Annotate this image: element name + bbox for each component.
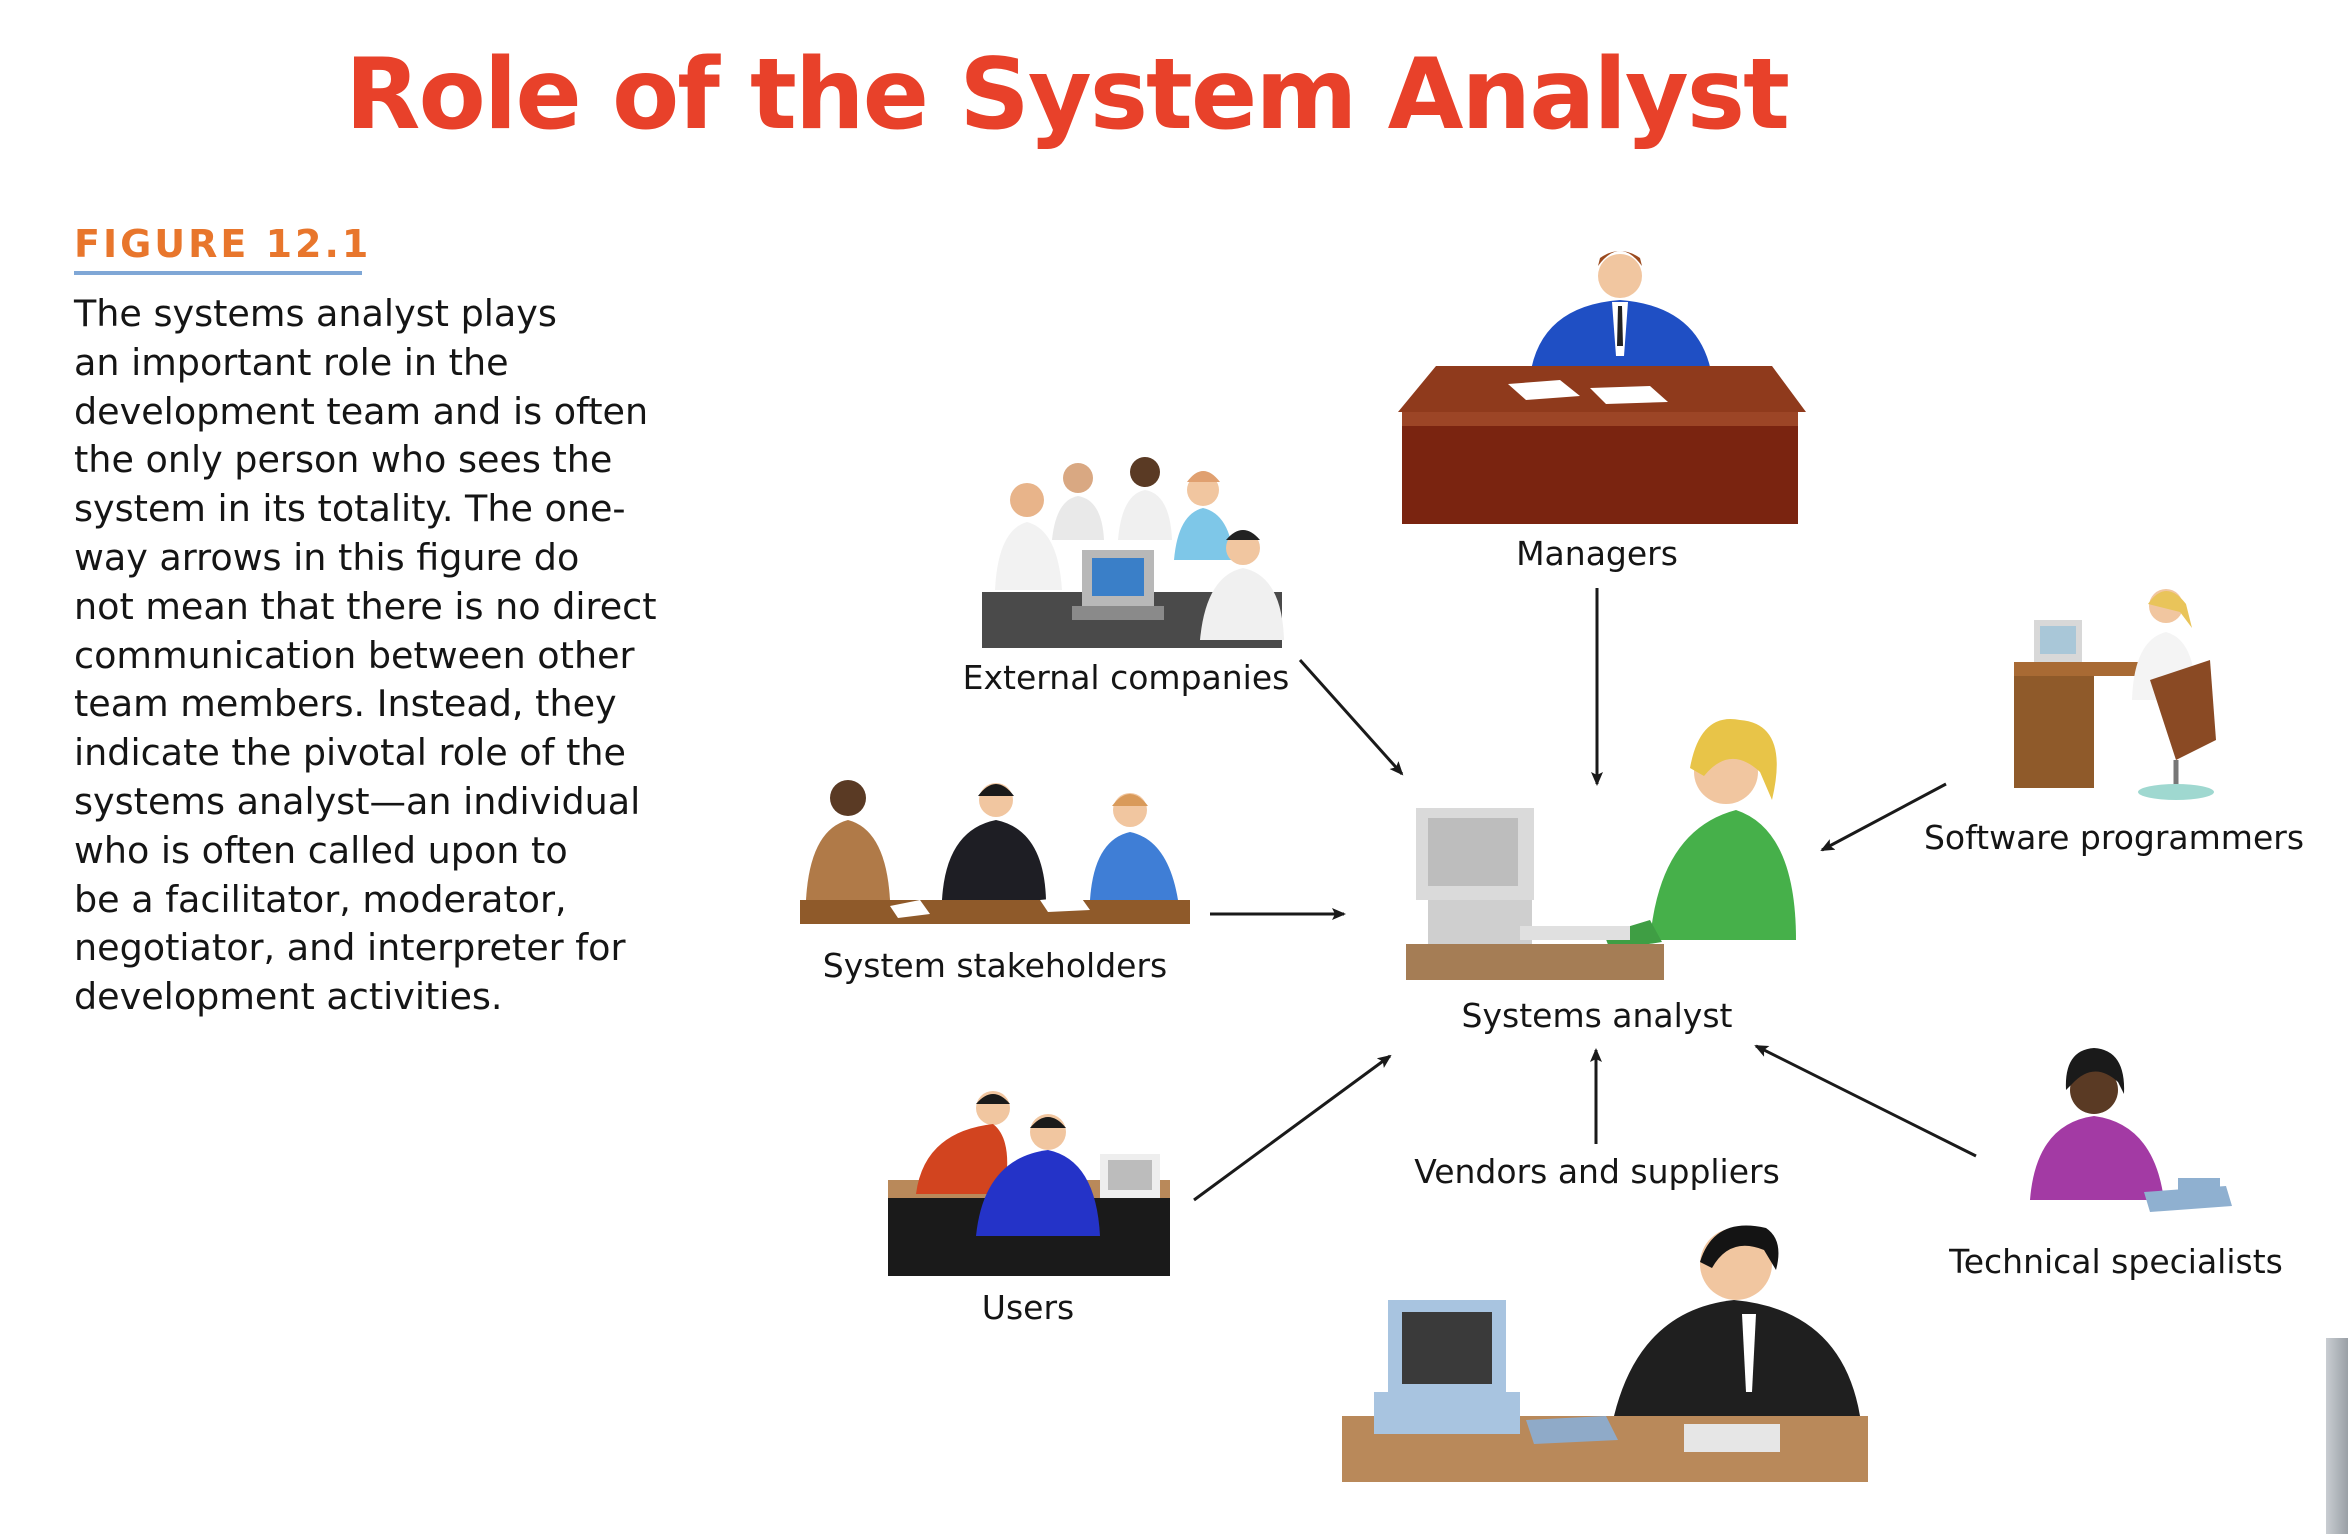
caption-line: indicate the pivotal role of the — [74, 731, 626, 775]
arrow-external-companies — [1298, 658, 1404, 776]
label-users: Users — [981, 1288, 1075, 1327]
caption-line: team members. Instead, they — [74, 682, 617, 726]
caption-line: an important role in the — [74, 340, 509, 384]
caption-line: way arrows in this figure do — [74, 535, 580, 579]
caption-line: the only person who sees the — [74, 438, 613, 482]
figure-label-underline — [74, 271, 362, 275]
slide-title: Role of the System Analyst — [345, 38, 1790, 152]
vendors-and-suppliers-illustration — [1342, 1225, 1868, 1482]
users-illustration — [888, 1091, 1170, 1276]
systems-analyst-illustration — [1406, 719, 1796, 980]
caption-line: not mean that there is no direct — [74, 584, 657, 628]
figure-caption: The systems analyst plays an important r… — [74, 290, 674, 1022]
label-technical-specialists: Technical specialists — [1949, 1242, 2283, 1281]
caption-line: development team and is often — [74, 389, 649, 433]
caption-line: development activities. — [74, 975, 503, 1019]
label-systems-analyst: Systems analyst — [1461, 996, 1733, 1035]
caption-line: be a facilitator, moderator, — [74, 877, 567, 921]
caption-line: who is often called upon to — [74, 828, 568, 872]
caption-line: The systems analyst plays — [74, 292, 557, 335]
partial-slide-edge — [2326, 1338, 2348, 1534]
arrow-technical-specialists — [1754, 1044, 1977, 1158]
caption-line: systems analyst—an individual — [74, 779, 641, 823]
arrow-software-programmers — [1820, 782, 1947, 852]
figure-label: FIGURE 12.1 — [74, 222, 372, 266]
external-companies-illustration — [982, 457, 1284, 648]
technical-specialists-illustration — [2030, 1048, 2232, 1212]
label-external-companies: External companies — [962, 658, 1290, 697]
caption-line: communication between other — [74, 633, 635, 677]
caption-line: negotiator, and interpreter for — [74, 926, 626, 970]
system-stakeholders-illustration — [800, 780, 1190, 924]
caption-line: system in its totality. The one- — [74, 487, 626, 531]
label-system-stakeholders: System stakeholders — [822, 946, 1168, 985]
label-managers: Managers — [1516, 534, 1678, 573]
arrow-users — [1193, 1054, 1392, 1202]
software-programmers-illustration — [2014, 589, 2216, 800]
managers-illustration — [1398, 251, 1806, 524]
label-vendors-and-suppliers: Vendors and suppliers — [1414, 1152, 1780, 1191]
label-software-programmers: Software programmers — [1923, 818, 2305, 857]
